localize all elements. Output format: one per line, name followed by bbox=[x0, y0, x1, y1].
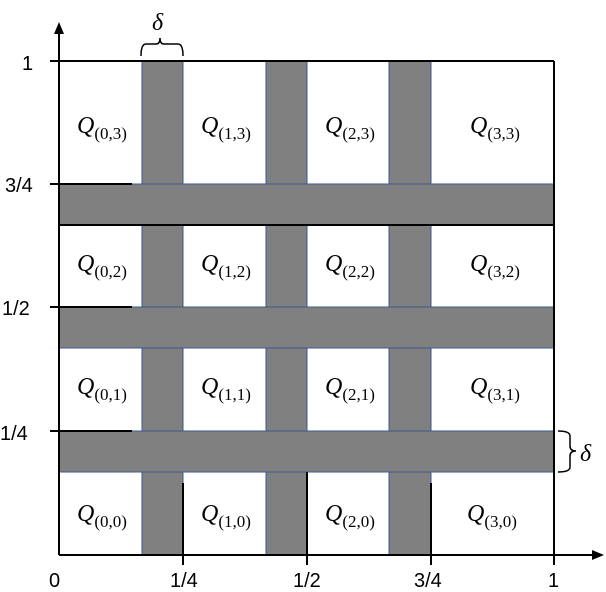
cell-q-2-0: Q(2,0) bbox=[325, 501, 375, 531]
delta-label-top: δ bbox=[152, 10, 164, 36]
x-label-0: 0 bbox=[49, 570, 60, 592]
x-axis-arrow-icon bbox=[592, 550, 604, 560]
right-delta-brace: δ bbox=[557, 430, 592, 473]
x-axis-labels: 0 1/4 1/2 3/4 1 bbox=[49, 570, 559, 592]
horizontal-strips bbox=[58, 183, 555, 473]
cell-q-0-2: Q(0,2) bbox=[77, 251, 127, 281]
y-label-1-4: 1/4 bbox=[0, 423, 28, 445]
y-axis-labels: 1 3/4 1/2 1/4 bbox=[0, 53, 33, 445]
cell-q-1-1: Q(1,1) bbox=[201, 374, 251, 404]
brace-icon bbox=[140, 37, 184, 57]
y-label-3-4: 3/4 bbox=[5, 175, 33, 197]
axes bbox=[54, 22, 604, 560]
horizontal-strip-1 bbox=[58, 183, 555, 226]
cell-q-0-0: Q(0,0) bbox=[77, 501, 127, 531]
y-axis-arrow-icon bbox=[54, 22, 64, 34]
cell-labels: Q(0,3) Q(1,3) Q(2,3) Q(3,3) Q(0,2) Q(1,2… bbox=[77, 113, 520, 531]
cell-q-1-2: Q(1,2) bbox=[201, 251, 251, 281]
cell-q-3-0: Q(3,0) bbox=[467, 501, 517, 531]
y-label-1-2: 1/2 bbox=[2, 298, 30, 320]
horizontal-strip-3 bbox=[58, 430, 555, 473]
cell-q-3-3: Q(3,3) bbox=[470, 113, 520, 143]
x-label-1-2: 1/2 bbox=[293, 570, 321, 592]
x-label-1: 1 bbox=[548, 570, 559, 592]
cell-q-3-1: Q(3,1) bbox=[470, 374, 520, 404]
cell-q-1-3: Q(1,3) bbox=[201, 113, 251, 143]
cell-q-0-1: Q(0,1) bbox=[77, 374, 127, 404]
horizontal-strip-2 bbox=[58, 306, 555, 349]
cell-q-2-3: Q(2,3) bbox=[325, 113, 375, 143]
y-label-1: 1 bbox=[22, 53, 33, 75]
x-label-1-4: 1/4 bbox=[170, 570, 198, 592]
cell-q-2-2: Q(2,2) bbox=[325, 251, 375, 281]
cell-q-0-3: Q(0,3) bbox=[77, 113, 127, 143]
cell-q-3-2: Q(3,2) bbox=[470, 251, 520, 281]
cell-q-2-1: Q(2,1) bbox=[325, 374, 375, 404]
delta-label-right: δ bbox=[580, 441, 592, 467]
x-label-3-4: 3/4 bbox=[414, 570, 442, 592]
top-delta-brace: δ bbox=[140, 10, 184, 57]
brace-icon bbox=[557, 430, 577, 473]
cell-q-1-0: Q(1,0) bbox=[201, 501, 251, 531]
